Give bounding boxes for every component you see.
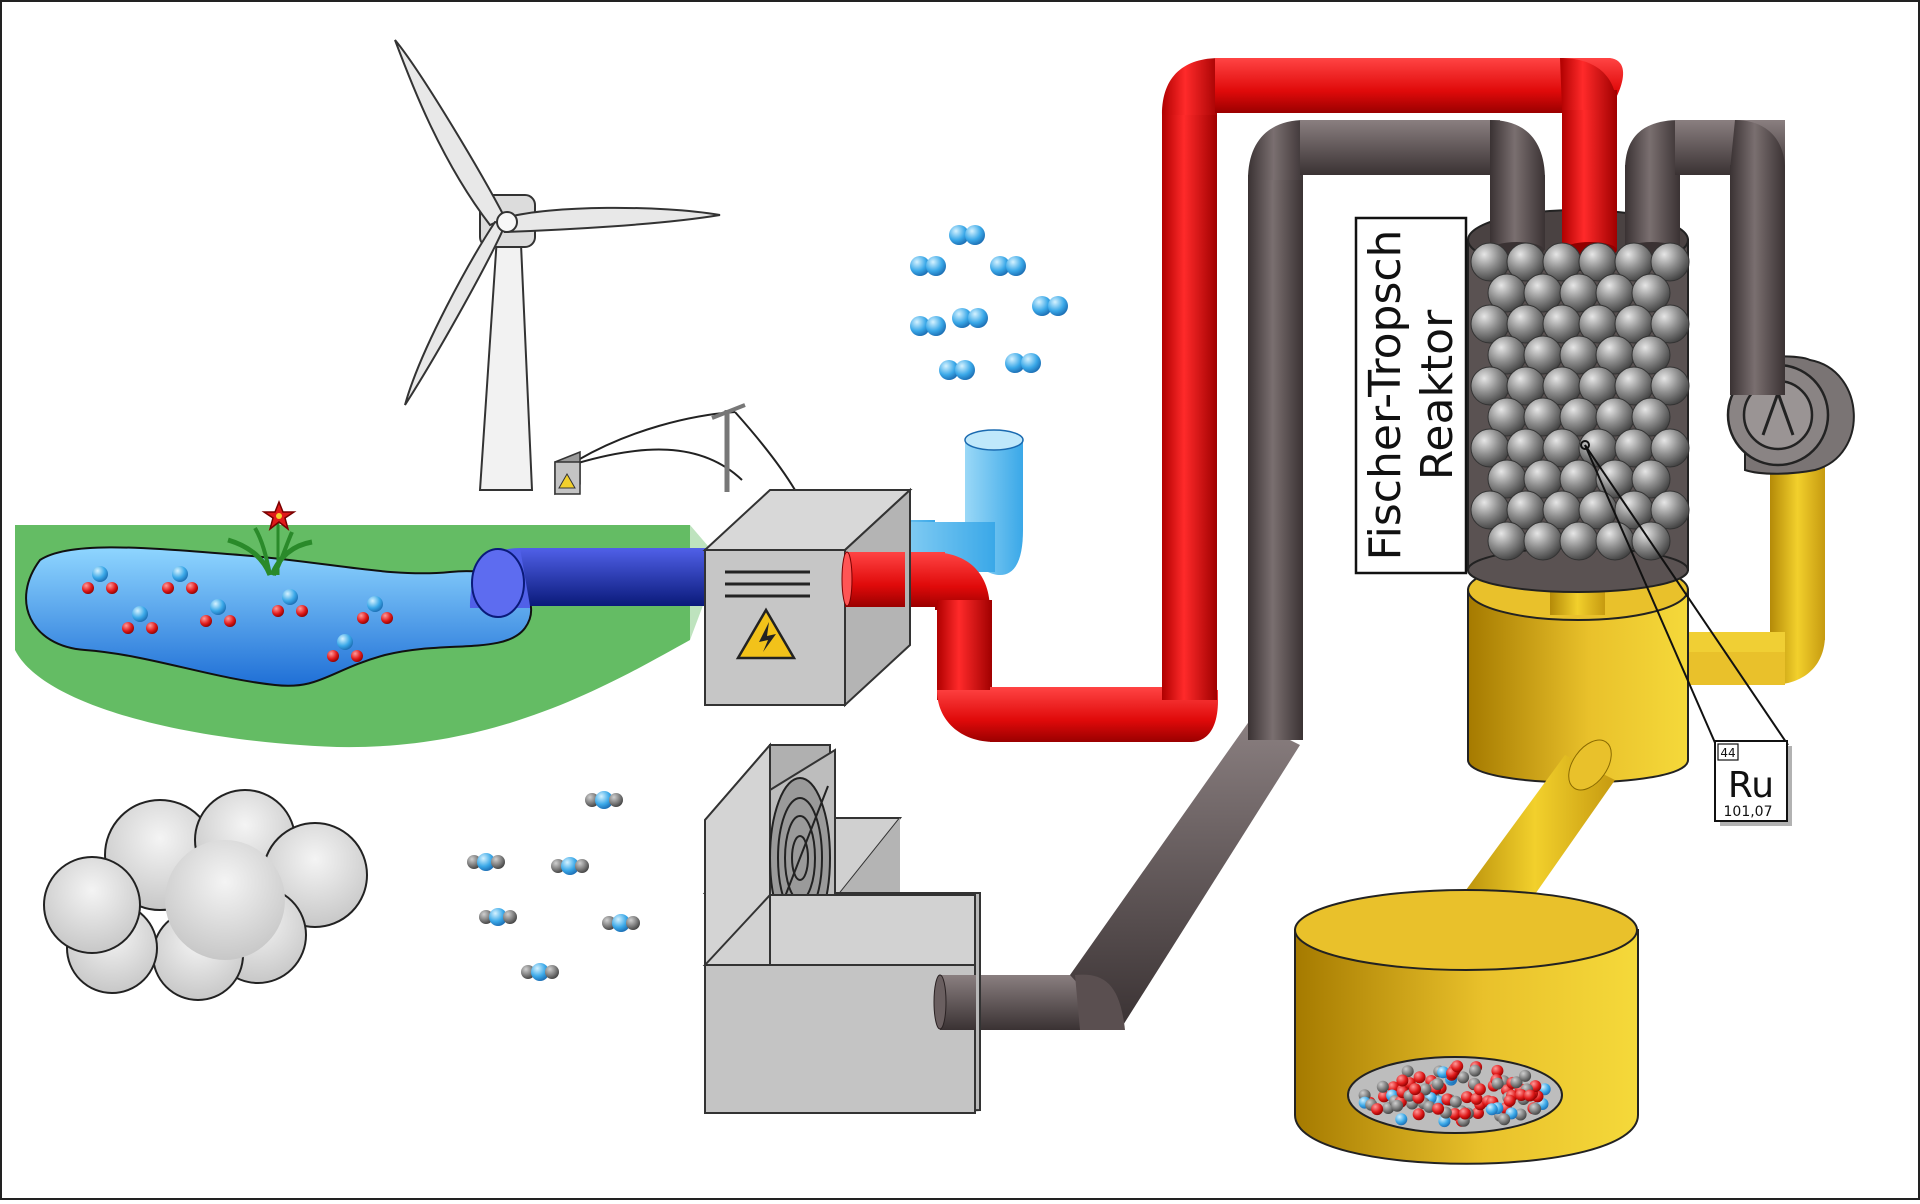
product-atom: [1448, 1108, 1461, 1120]
hydrogen-molecules: [910, 225, 1068, 380]
product-atom: [1431, 1078, 1444, 1090]
element-atomic-mass: 101,07: [1724, 804, 1773, 820]
product-atom: [1413, 1071, 1426, 1084]
product-atom: [1473, 1083, 1486, 1096]
direct-air-capture-unit: [702, 742, 981, 1115]
cloud-icon: [43, 789, 368, 1001]
catalyst-sphere: [1650, 490, 1690, 530]
flower-icon: [227, 499, 313, 577]
catalyst-pointer: [1580, 440, 1789, 746]
catalyst-bed: [1470, 242, 1690, 561]
product-atom: [1449, 1095, 1462, 1108]
product-atom: [1391, 1099, 1404, 1112]
product-atom: [1503, 1094, 1516, 1107]
catalyst-sphere: [1595, 521, 1635, 561]
product-atom: [1419, 1083, 1432, 1096]
product-atom: [1437, 1066, 1450, 1079]
catalyst-sphere: [1650, 366, 1690, 406]
product-atom: [1529, 1102, 1542, 1115]
product-atom: [1515, 1089, 1528, 1101]
product-atom: [1401, 1065, 1414, 1078]
product-atom: [1396, 1074, 1409, 1087]
product-atom: [1412, 1108, 1425, 1121]
product-atom: [1491, 1064, 1504, 1077]
element-symbol: Ru: [1728, 765, 1774, 806]
product-atom: [1498, 1113, 1511, 1126]
catalyst-sphere: [1650, 304, 1690, 344]
high-voltage-warning-icon: [735, 607, 797, 660]
catalyst-sphere: [1487, 521, 1527, 561]
product-atom: [1485, 1103, 1498, 1116]
product-atom: [1510, 1076, 1523, 1089]
product-tank: [1294, 889, 1639, 1165]
product-atom: [1514, 1108, 1527, 1121]
element-atomic-number: 44: [1720, 746, 1735, 760]
catalyst-sphere: [1631, 273, 1671, 313]
co2-pipe: [933, 120, 1545, 1030]
power-line: [577, 403, 796, 492]
catalyst-sphere: [1650, 428, 1690, 468]
product-atom: [1371, 1103, 1384, 1116]
catalyst-sphere: [1523, 521, 1563, 561]
catalyst-sphere: [1631, 459, 1671, 499]
product-molecules: [1358, 1060, 1551, 1128]
element-card-ruthenium: 44 Ru 101,07: [1714, 740, 1792, 826]
junction-box: [554, 450, 581, 496]
water-pipe: [470, 548, 720, 618]
product-atom: [1523, 1089, 1536, 1102]
product-atom: [1409, 1083, 1421, 1096]
product-atom: [1458, 1107, 1471, 1120]
catalyst-sphere: [1631, 397, 1671, 437]
electrolyser: [702, 487, 913, 708]
product-atom: [1451, 1060, 1464, 1073]
co2-molecules: [467, 791, 640, 981]
product-atom: [1470, 1092, 1483, 1105]
product-atom: [1469, 1064, 1481, 1077]
product-pipe: [1455, 739, 1615, 930]
reactor-label: Fischer-Tropsch Reaktor: [1354, 216, 1468, 575]
catalyst-sphere: [1650, 242, 1690, 282]
product-atom: [1395, 1113, 1408, 1126]
reactor-label-line2: Reaktor: [1412, 309, 1463, 480]
product-atom: [1376, 1080, 1389, 1093]
wind-turbine-icon: [394, 39, 721, 491]
catalyst-sphere: [1559, 521, 1599, 561]
catalyst-sphere: [1631, 335, 1671, 375]
water-molecules: [82, 566, 393, 662]
reactor-label-line1: Fischer-Tropsch: [1360, 230, 1411, 561]
product-atom: [1519, 1069, 1532, 1082]
product-loop-pipe: [1675, 455, 1825, 685]
product-atom: [1432, 1102, 1445, 1115]
product-atom: [1457, 1071, 1470, 1084]
product-atom: [1461, 1091, 1473, 1104]
fischer-tropsch-reactor: [1467, 120, 1785, 784]
product-atom: [1491, 1077, 1504, 1090]
